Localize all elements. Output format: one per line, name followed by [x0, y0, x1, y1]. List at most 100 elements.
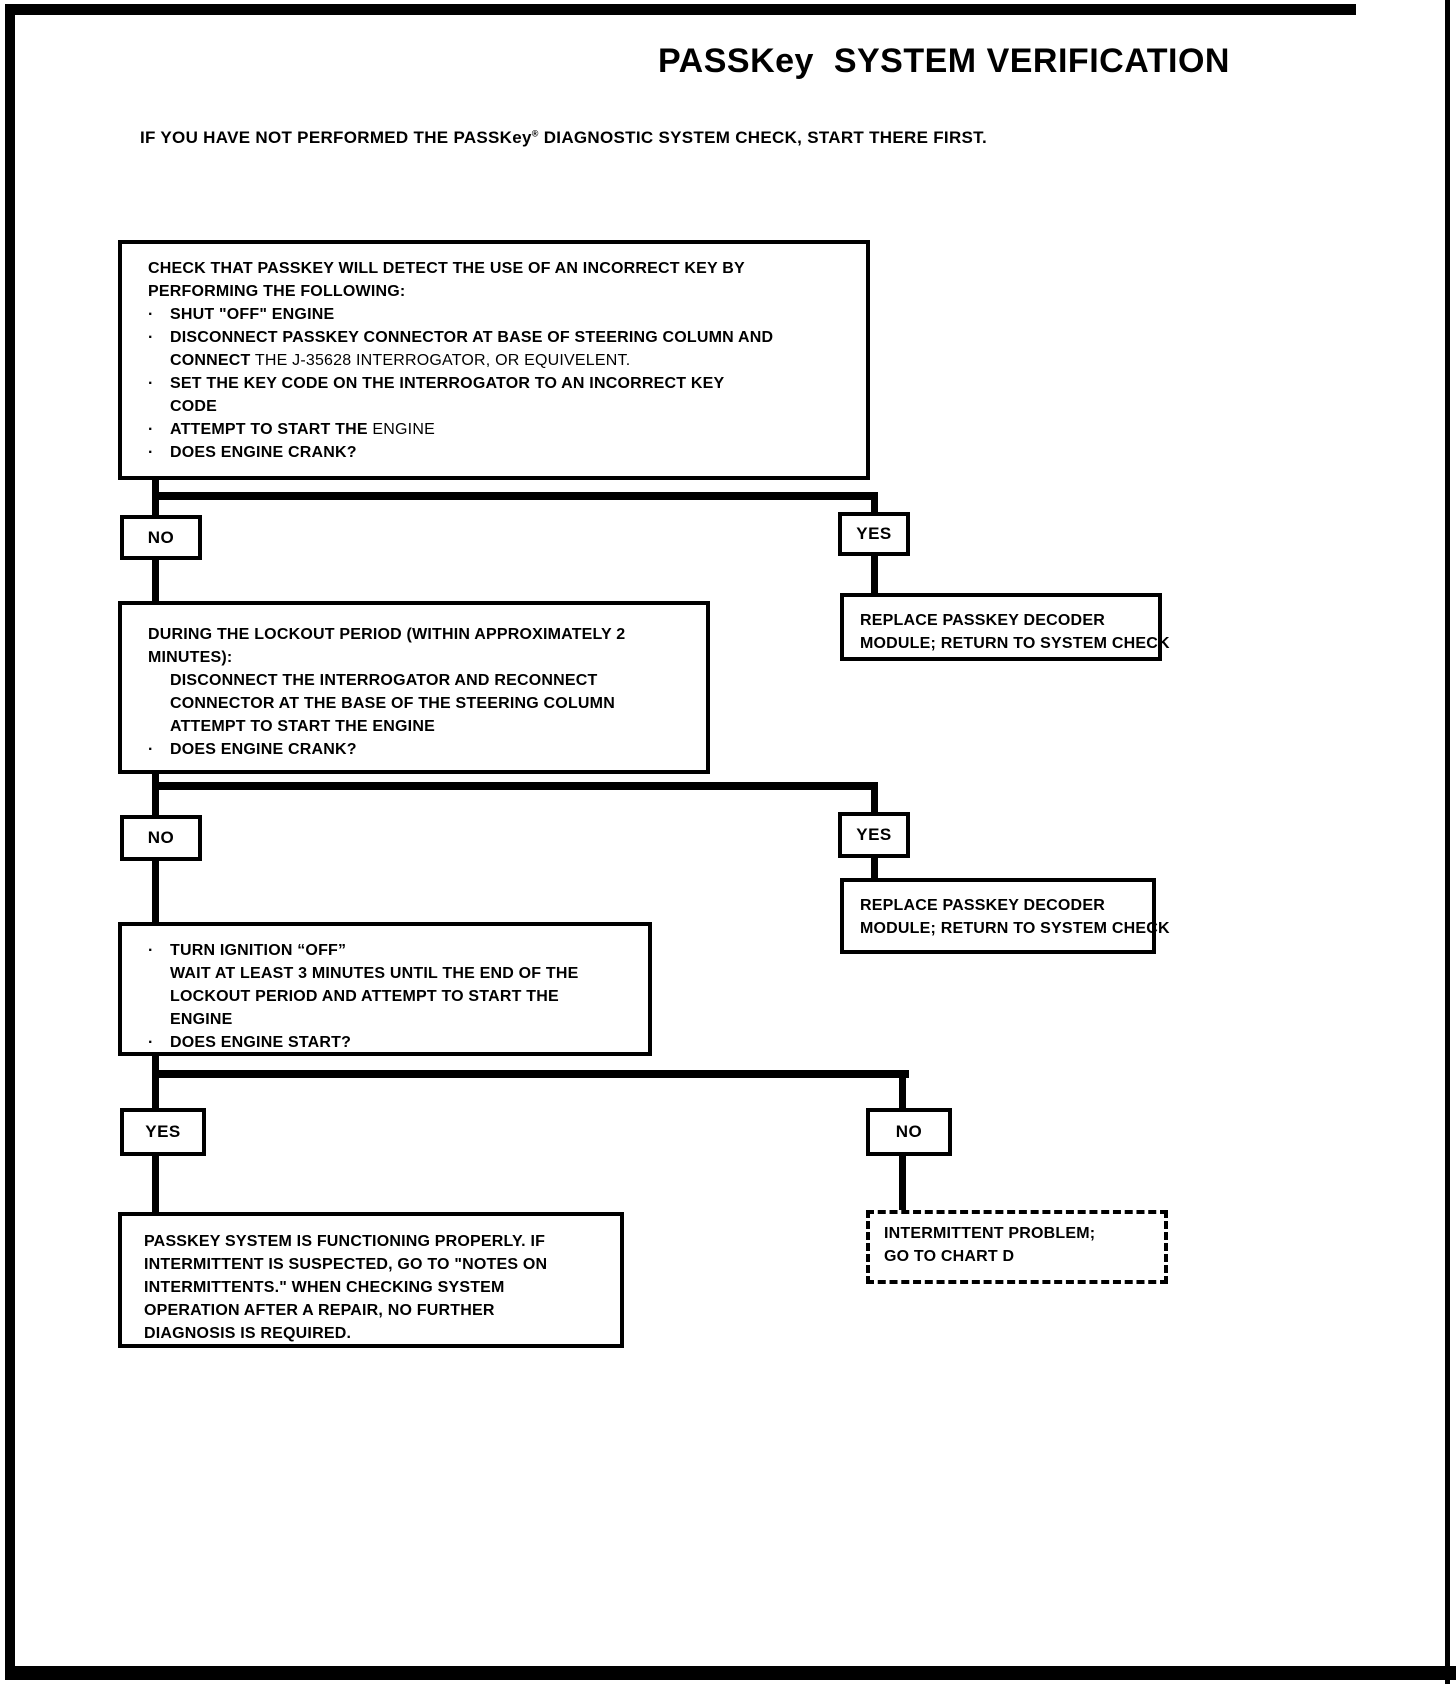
connector-level2-right-vertical	[871, 790, 878, 812]
step-lockout-period-box: DURING THE LOCKOUT PERIOD (WITHIN APPROX…	[118, 601, 710, 774]
box-line: INTERMITTENTS." WHEN CHECKING SYSTEM	[144, 1276, 612, 1299]
box-bullet-line: ·DOES ENGINE CRANK?	[148, 738, 698, 761]
connector-level3-horizontal	[152, 1070, 909, 1078]
box-bullet-line: · ATTEMPT TO START THE ENGINE	[148, 418, 858, 441]
step-ignition-off-box: ·TURN IGNITION “OFF” WAIT AT LEAST 3 MIN…	[118, 922, 652, 1056]
box-line: INTERMITTENT IS SUSPECTED, GO TO "NOTES …	[144, 1253, 612, 1276]
box-line: CODE	[148, 395, 858, 418]
box-line-text-light: THE J-35628 INTERROGATOR, OR EQUIVELENT.	[250, 352, 631, 369]
box-line: REPLACE PASSKEY DECODER	[860, 609, 1150, 632]
connector-level3-right-vertical	[899, 1078, 906, 1108]
registered-mark-icon: ®	[531, 128, 539, 139]
box-line-text-light: ENGINE	[367, 421, 435, 438]
page-border-right	[1445, 0, 1450, 1684]
box-line-text: DIAGNOSIS IS REQUIRED.	[144, 1325, 352, 1342]
box-line-text: WAIT AT LEAST 3 MINUTES UNTIL THE END OF…	[170, 965, 579, 982]
box-line-text: INTERMITTENT PROBLEM;	[884, 1225, 1096, 1242]
bullet-icon: ·	[148, 1034, 154, 1051]
bullet-icon: ·	[148, 421, 154, 438]
bullet-icon: ·	[148, 741, 154, 758]
box-line-text: MODULE; RETURN TO SYSTEM CHECK	[860, 635, 1170, 652]
box-line: ATTEMPT TO START THE ENGINE	[148, 715, 698, 738]
box-line-text: ENGINE	[170, 1011, 233, 1028]
box-line-text: GO TO CHART D	[884, 1248, 1015, 1265]
bullet-icon: ·	[148, 306, 154, 323]
step-check-incorrect-key-box: CHECK THAT PASSKEY WILL DETECT THE USE O…	[118, 240, 870, 480]
box-line-text: DURING THE LOCKOUT PERIOD (WITHIN APPROX…	[148, 626, 626, 643]
bullet-icon: ·	[148, 444, 154, 461]
decision-yes-2: YES	[838, 812, 910, 858]
box-line-text: LOCKOUT PERIOD AND ATTEMPT TO START THE	[170, 988, 559, 1005]
page-border-left	[5, 4, 15, 1680]
box-line-text: TURN IGNITION “OFF”	[170, 942, 347, 959]
decision-yes-3: YES	[120, 1108, 206, 1156]
box-line: PERFORMING THE FOLLOWING:	[148, 280, 858, 303]
box-line-text: INTERMITTENT IS SUSPECTED, GO TO "NOTES …	[144, 1256, 548, 1273]
box-line: MINUTES):	[148, 646, 698, 669]
connector-level2-horizontal	[152, 782, 878, 790]
decision-no-2: NO	[120, 815, 202, 861]
box-bullet-line: · DOES ENGINE CRANK?	[148, 441, 858, 464]
box-line: WAIT AT LEAST 3 MINUTES UNTIL THE END OF…	[148, 962, 640, 985]
box-bullet-line: ·DISCONNECT PASSKEY CONNECTOR AT BASE OF…	[148, 326, 858, 349]
connector-yes3-stem	[152, 1156, 159, 1212]
box-line-text: CONNECT	[170, 352, 251, 369]
box-line-text: REPLACE PASSKEY DECODER	[860, 897, 1105, 914]
box-line: PASSKEY SYSTEM IS FUNCTIONING PROPERLY. …	[144, 1230, 612, 1253]
box-line: INTERMITTENT PROBLEM;	[884, 1222, 1156, 1245]
connector-level1-right-vertical	[871, 500, 878, 512]
connector-yes2-stem	[871, 858, 878, 878]
box-bullet-line: · SET THE KEY CODE ON THE INTERROGATOR TO…	[148, 372, 858, 395]
box-line-text: ATTEMPT TO START THE	[170, 421, 368, 438]
result-system-functioning-box: PASSKEY SYSTEM IS FUNCTIONING PROPERLY. …	[118, 1212, 624, 1348]
box-line: MODULE; RETURN TO SYSTEM CHECK	[860, 917, 1170, 940]
connector-level3-left-vertical	[152, 1056, 159, 1108]
box-line-text: REPLACE PASSKEY DECODER	[860, 612, 1105, 629]
box-line: LOCKOUT PERIOD AND ATTEMPT TO START THE	[148, 985, 640, 1008]
box-line: CHECK THAT PASSKEY WILL DETECT THE USE O…	[148, 257, 858, 280]
connector-no1-stem	[152, 560, 159, 601]
page-border-top	[6, 4, 1356, 15]
box-line: GO TO CHART D	[884, 1245, 1156, 1268]
box-bullet-line: · DOES ENGINE START?	[148, 1031, 640, 1054]
intro-text-post: DIAGNOSTIC SYSTEM CHECK, START THERE FIR…	[538, 128, 987, 147]
box-line-text: DOES ENGINE CRANK?	[170, 444, 357, 461]
box-line-text: INTERMITTENTS." WHEN CHECKING SYSTEM	[144, 1279, 505, 1296]
box-line-text: ATTEMPT TO START THE ENGINE	[170, 718, 435, 735]
box-line: REPLACE PASSKEY DECODER	[860, 894, 1144, 917]
box-line-text: SHUT "OFF" ENGINE	[170, 306, 335, 323]
box-line-text: PASSKEY SYSTEM IS FUNCTIONING PROPERLY. …	[144, 1233, 546, 1250]
connector-no3-stem	[899, 1156, 906, 1210]
decision-yes-1: YES	[838, 512, 910, 556]
box-line-text: MINUTES):	[148, 649, 233, 666]
box-line: MODULE; RETURN TO SYSTEM CHECK	[860, 632, 1170, 655]
decision-no-3: NO	[866, 1108, 952, 1156]
decision-no-1: NO	[120, 515, 202, 560]
box-line: CONNECTOR AT THE BASE OF THE STEERING CO…	[148, 692, 698, 715]
connector-no2-stem	[152, 861, 159, 922]
action-replace-decoder-box-2: REPLACE PASSKEY DECODER MODULE; RETURN T…	[840, 878, 1170, 954]
box-line-text: CHECK THAT PASSKEY WILL DETECT THE USE O…	[148, 260, 745, 277]
box-line-text: CODE	[170, 398, 218, 415]
result-intermittent-problem-box: INTERMITTENT PROBLEM; GO TO CHART D	[866, 1210, 1168, 1284]
box-line: DIAGNOSIS IS REQUIRED.	[144, 1322, 612, 1345]
box-line: DISCONNECT THE INTERROGATOR AND RECONNEC…	[148, 669, 698, 692]
action-replace-decoder-box-1: REPLACE PASSKEY DECODER MODULE; RETURN T…	[840, 593, 1170, 661]
box-line: ENGINE	[148, 1008, 640, 1031]
box-bullet-line: ·TURN IGNITION “OFF”	[148, 939, 640, 962]
bullet-icon: ·	[148, 329, 154, 346]
intro-note: IF YOU HAVE NOT PERFORMED THE PASSKey® D…	[140, 128, 987, 148]
box-line-text: OPERATION AFTER A REPAIR, NO FURTHER	[144, 1302, 495, 1319]
connector-yes1-stem	[871, 556, 878, 593]
box-bullet-line: · SHUT "OFF" ENGINE	[148, 303, 858, 326]
box-line-text: DISCONNECT THE INTERROGATOR AND RECONNEC…	[170, 672, 598, 689]
box-line-text: DOES ENGINE START?	[170, 1034, 352, 1051]
bullet-icon: ·	[148, 375, 154, 392]
intro-text-pre: IF YOU HAVE NOT PERFORMED THE PASSKey	[140, 128, 532, 147]
connector-level2-left-vertical	[152, 774, 159, 815]
box-line: DURING THE LOCKOUT PERIOD (WITHIN APPROX…	[148, 623, 698, 646]
page-border-bottom	[5, 1666, 1456, 1680]
box-line-text: SET THE KEY CODE ON THE INTERROGATOR TO …	[170, 375, 725, 392]
box-line-text: CONNECTOR AT THE BASE OF THE STEERING CO…	[170, 695, 615, 712]
